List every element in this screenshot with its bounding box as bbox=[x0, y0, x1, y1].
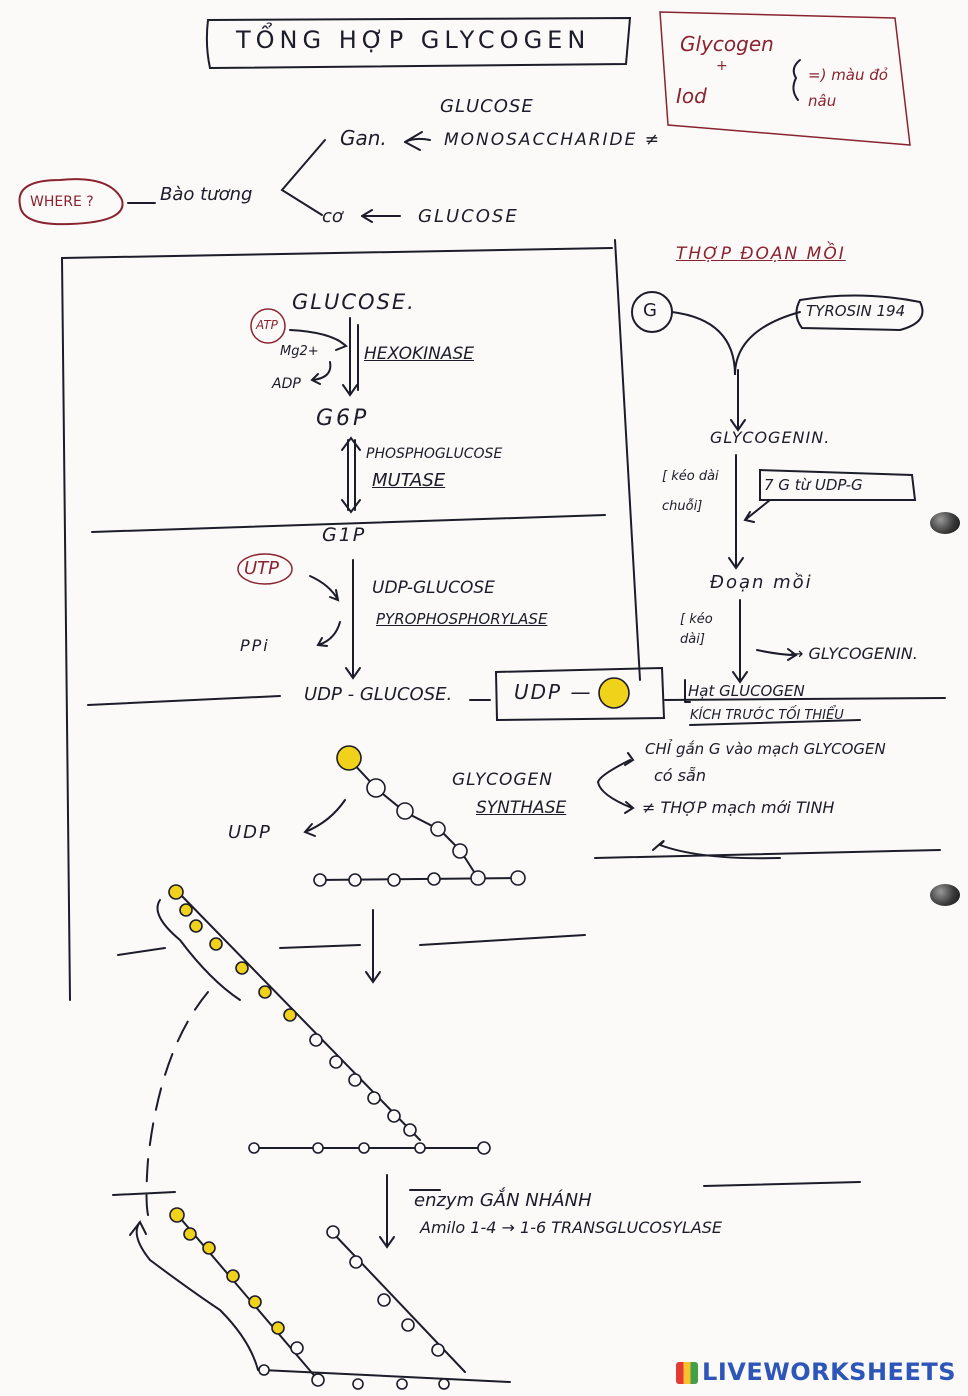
pyrophosphorylase-label: PYROPHOSPHORYLASE bbox=[376, 610, 548, 628]
synthase-note-2: ≠ THỢP mạch mới TINH bbox=[642, 798, 835, 817]
g6p-label: G6P bbox=[316, 406, 370, 431]
glycogenin-label: GLYCOGENIN. bbox=[710, 428, 831, 447]
divider-right bbox=[594, 849, 941, 859]
divider-2 bbox=[87, 695, 946, 706]
udp-glucose-product: UDP - GLUCOSE. bbox=[304, 684, 453, 705]
note-plus: + bbox=[716, 58, 728, 74]
frame-top bbox=[61, 247, 613, 259]
liver-source-monosaccharide: MONOSACCHARIDE ≠ bbox=[444, 130, 662, 150]
to-glycogenin: → GLYCOGENIN. bbox=[790, 644, 918, 663]
phosphoglucose-label: PHOSPHOGLUCOSE bbox=[366, 446, 503, 462]
frame-right bbox=[614, 239, 641, 681]
frame-left bbox=[61, 257, 71, 1001]
logo-icon bbox=[676, 1362, 699, 1384]
g1p-label: G1P bbox=[322, 524, 367, 546]
hexokinase-label: HEXOKINASE bbox=[364, 344, 474, 364]
liver-label: Gan. bbox=[340, 126, 387, 150]
binder-ring-icon bbox=[930, 512, 960, 534]
pathway-glucose: GLUCOSE. bbox=[292, 290, 416, 314]
where-bubble-outline bbox=[18, 178, 124, 226]
keo-dai: [ kéo dài] bbox=[680, 612, 713, 647]
where-bubble: WHERE ? bbox=[30, 194, 94, 210]
ppi-label: PPi bbox=[240, 636, 270, 655]
title-box-outline bbox=[205, 16, 632, 70]
liveworksheets-logo: LIVEWORKSHEETS bbox=[676, 1358, 956, 1386]
synthase-label-2: SYNTHASE bbox=[476, 798, 567, 818]
divider-3 bbox=[117, 934, 586, 956]
note-box-outline bbox=[659, 11, 911, 146]
divider-4 bbox=[112, 1181, 861, 1196]
utp-label: UTP bbox=[244, 558, 280, 579]
atp-label: ATP bbox=[256, 318, 278, 332]
where-branch bbox=[280, 139, 326, 216]
synthase-note-1: CHỈ gắn G vào mạch GLYCOGEN bbox=[645, 740, 886, 758]
mutase-label: MUTASE bbox=[372, 470, 446, 491]
divider-1 bbox=[91, 514, 606, 533]
logo-text: LIVEWORKSHEETS bbox=[702, 1358, 956, 1386]
mg-label: Mg2+ bbox=[280, 344, 319, 359]
binder-ring-icon bbox=[930, 884, 960, 906]
hat-glycogen: Hạt GLUCOGEN bbox=[688, 682, 805, 700]
branching-enzyme-line1: enzym GẮN NHÁNH bbox=[414, 1190, 592, 1211]
primer-g: G bbox=[643, 300, 657, 321]
note-result: =) màu đỏ nâu bbox=[808, 66, 888, 110]
udp-box-label: UDP — bbox=[514, 680, 593, 704]
udp-box-outline bbox=[494, 666, 666, 722]
udp-released: UDP bbox=[228, 822, 272, 843]
udp-glucose-enzyme: UDP-GLUCOSE bbox=[372, 578, 495, 598]
tyrosin-label: TYROSIN 194 bbox=[806, 302, 906, 320]
keo-dai-chuoi: [ kéo dài chuỗi] bbox=[662, 469, 719, 514]
adp-label: ADP bbox=[272, 376, 301, 392]
primer-heading: THỢP ĐOẠN MỒI bbox=[676, 244, 846, 264]
branching-enzyme-line2: Amilo 1-4 → 1-6 TRANSGLUCOSYLASE bbox=[420, 1218, 723, 1237]
muscle-label: cơ bbox=[322, 206, 343, 227]
note-brace bbox=[792, 59, 801, 101]
plus-seven-g: 7 G từ UDP-G bbox=[764, 476, 863, 494]
note-iod: Iod bbox=[676, 84, 707, 108]
page-title: TỔNG HỢP GLYCOGEN bbox=[236, 26, 591, 54]
synthase-note-1b: có sẵn bbox=[654, 766, 706, 785]
liver-source-glucose: GLUCOSE bbox=[440, 96, 534, 117]
kich-truoc: KÍCH TRƯỚC TỐI THIỂU bbox=[690, 708, 844, 723]
muscle-source-glucose: GLUCOSE bbox=[418, 206, 519, 227]
synthase-label-1: GLYCOGEN bbox=[452, 770, 553, 790]
where-location: Bào tương bbox=[160, 184, 253, 205]
note-glycogen: Glycogen bbox=[680, 32, 774, 56]
doan-moi-label: Đoạn mồi bbox=[710, 572, 813, 593]
